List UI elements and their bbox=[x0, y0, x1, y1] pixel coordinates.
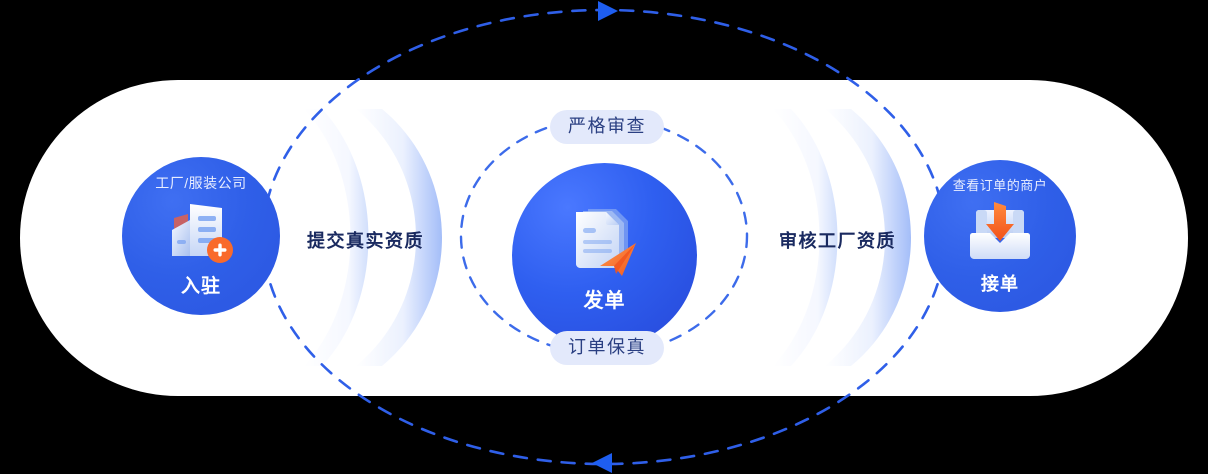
node-publish-title: 发单 bbox=[583, 290, 626, 312]
node-accept-subtitle: 查看订单的商户 bbox=[952, 178, 1048, 193]
badge-order-authentic: 订单保真 bbox=[550, 331, 664, 365]
triangle-right-icon bbox=[598, 1, 618, 21]
node-entry-title: 入驻 bbox=[180, 276, 221, 297]
connector-label-1: 提交真实资质 bbox=[307, 231, 424, 251]
inbox-download-icon bbox=[964, 202, 1036, 269]
connector-label-2: 审核工厂资质 bbox=[779, 231, 896, 251]
building-plus-icon bbox=[164, 200, 238, 271]
node-entry-subtitle: 工厂/服装公司 bbox=[155, 175, 247, 191]
triangle-left-icon bbox=[592, 453, 612, 473]
badge-strict-review: 严格审查 bbox=[550, 110, 664, 144]
document-send-icon bbox=[566, 206, 644, 285]
node-accept-title: 接单 bbox=[981, 274, 1019, 294]
node-accept[interactable]: 查看订单的商户 bbox=[902, 138, 1098, 334]
node-publish[interactable]: 发单 bbox=[486, 137, 723, 374]
node-entry[interactable]: 工厂/服装公司 bbox=[100, 135, 302, 337]
